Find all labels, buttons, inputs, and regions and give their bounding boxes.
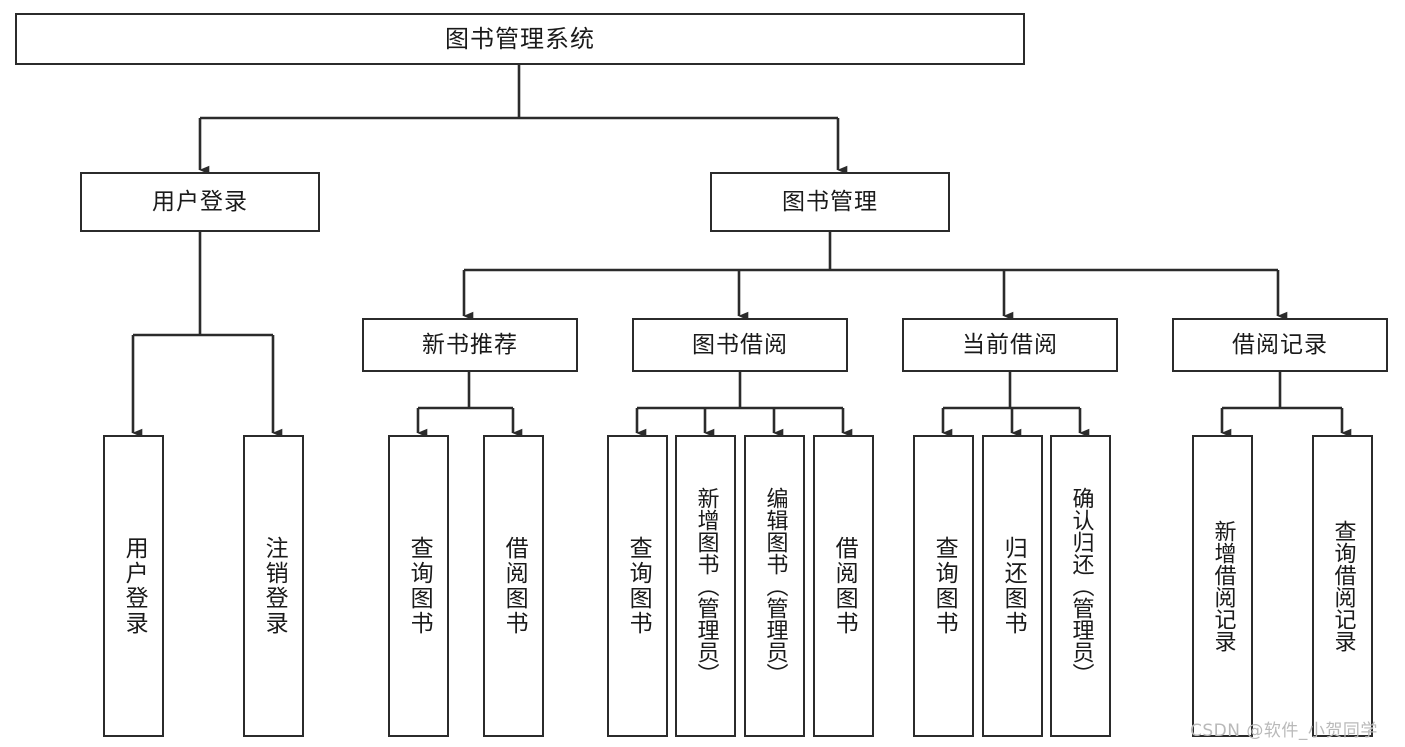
node-leaf-user-login[interactable]: 用户登录 bbox=[103, 435, 164, 737]
node-borrow-record[interactable]: 借阅记录 bbox=[1172, 318, 1388, 372]
node-leaf-return-book[interactable]: 归还图书 bbox=[982, 435, 1043, 737]
node-leaf-borrow-book-recommend[interactable]: 借阅图书 bbox=[483, 435, 544, 737]
node-leaf-query-record[interactable]: 查询借阅记录 bbox=[1312, 435, 1373, 737]
node-leaf-logout[interactable]: 注销登录 bbox=[243, 435, 304, 737]
node-leaf-query-book-borrow[interactable]: 查询图书 bbox=[607, 435, 668, 737]
node-leaf-query-book-recommend[interactable]: 查询图书 bbox=[388, 435, 449, 737]
node-leaf-add-record[interactable]: 新增借阅记录 bbox=[1192, 435, 1253, 737]
node-current-borrow[interactable]: 当前借阅 bbox=[902, 318, 1118, 372]
node-leaf-query-book-current[interactable]: 查询图书 bbox=[913, 435, 974, 737]
node-book-management[interactable]: 图书管理 bbox=[710, 172, 950, 232]
node-book-borrow[interactable]: 图书借阅 bbox=[632, 318, 848, 372]
watermark-text: CSDN @软件_小贺同学 bbox=[1190, 721, 1378, 741]
node-new-book-recommend[interactable]: 新书推荐 bbox=[362, 318, 578, 372]
node-leaf-add-book[interactable]: 新增图书（管理员） bbox=[675, 435, 736, 737]
node-leaf-edit-book[interactable]: 编辑图书（管理员） bbox=[744, 435, 805, 737]
node-user-login[interactable]: 用户登录 bbox=[80, 172, 320, 232]
node-leaf-borrow-book[interactable]: 借阅图书 bbox=[813, 435, 874, 737]
node-root[interactable]: 图书管理系统 bbox=[15, 13, 1025, 65]
node-leaf-confirm-return[interactable]: 确认归还（管理员） bbox=[1050, 435, 1111, 737]
